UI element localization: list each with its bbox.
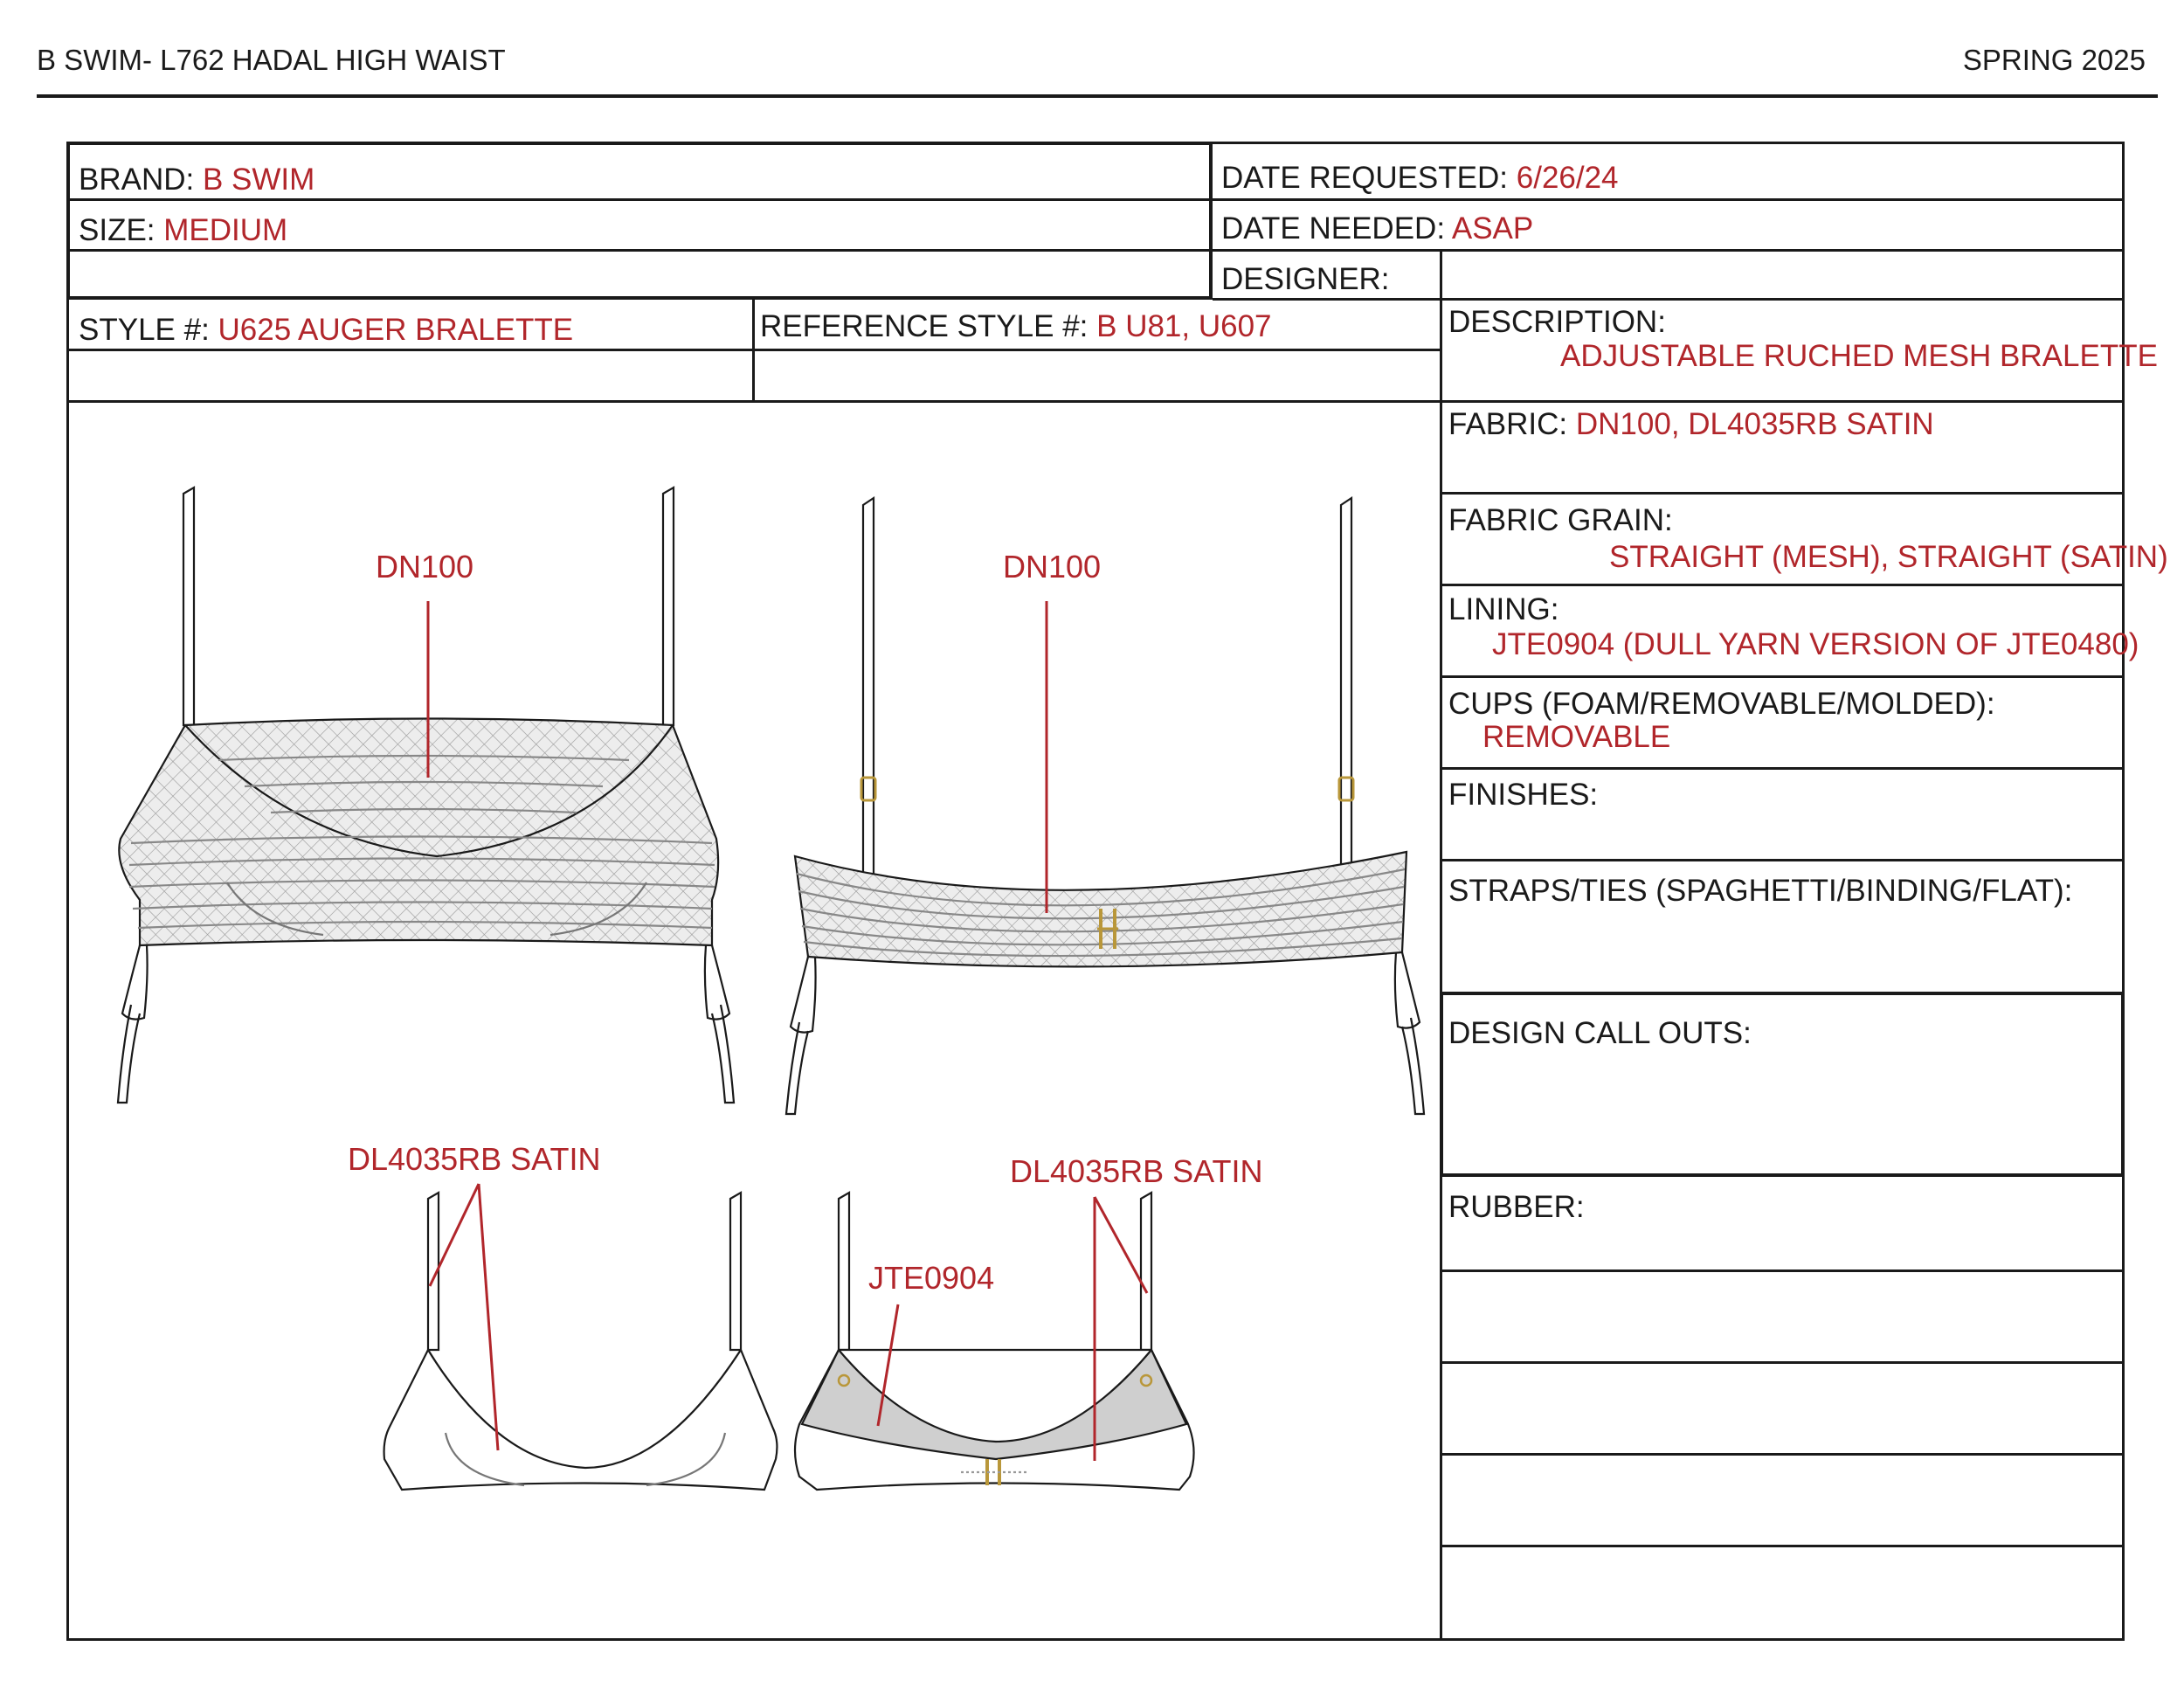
reference-value: B U81, U607 — [1096, 309, 1272, 343]
date-requested-label: DATE REQUESTED: — [1221, 161, 1509, 195]
style-value: U625 AUGER BRALETTE — [218, 313, 574, 347]
brand-size-box — [66, 142, 1213, 300]
leader-inner-back-satin-a — [1093, 1196, 1149, 1294]
leader-lining — [876, 1304, 900, 1427]
lining-label: LINING: — [1448, 592, 1559, 626]
straps-ties-label: STRAPS/TIES (SPAGHETTI/BINDING/FLAT): — [1448, 874, 2073, 908]
rubber-label: RUBBER: — [1448, 1190, 1585, 1224]
description-label: DESCRIPTION: — [1448, 305, 1666, 339]
callout-inner-front-satin: DL4035RB SATIN — [348, 1141, 601, 1177]
cups-label: CUPS (FOAM/REMOVABLE/MOLDED): — [1448, 687, 1995, 721]
description-value: ADJUSTABLE RUCHED MESH BRALETTE — [1560, 339, 2158, 373]
back-view-sketch — [784, 495, 1426, 1116]
date-requested-value: 6/26/24 — [1516, 161, 1619, 195]
cups-value: REMOVABLE — [1482, 720, 1671, 754]
callout-back-dn100: DN100 — [1003, 549, 1102, 585]
fabric-label: FABRIC: — [1448, 407, 1568, 441]
design-callouts-label: DESIGN CALL OUTS: — [1448, 1016, 1752, 1050]
size-label: SIZE: — [79, 213, 156, 247]
date-needed-field: DATE NEEDED: ASAP — [1221, 211, 1533, 246]
reference-field: REFERENCE STYLE #: B U81, U607 — [760, 309, 1272, 344]
callout-lining-jte0904: JTE0904 — [868, 1260, 995, 1296]
season-label: SPRING 2025 — [1962, 44, 2146, 76]
brand-field: BRAND: B SWIM — [79, 163, 314, 197]
reference-label: REFERENCE STYLE #: — [760, 309, 1089, 343]
leader-inner-front-satin-a — [428, 1183, 480, 1287]
leader-inner-front-satin-b — [477, 1183, 500, 1451]
date-needed-label: DATE NEEDED: — [1221, 211, 1446, 246]
sheet-title: B SWIM- L762 HADAL HIGH WAIST — [37, 44, 506, 76]
style-field: STYLE #: U625 AUGER BRALETTE — [79, 313, 573, 348]
finishes-label: FINISHES: — [1448, 778, 1599, 812]
date-needed-value: ASAP — [1451, 211, 1534, 246]
callout-front-dn100: DN100 — [376, 549, 474, 585]
brand-value: B SWIM — [202, 163, 315, 197]
front-view-sketch — [116, 486, 736, 1104]
fabric-grain-label: FABRIC GRAIN: — [1448, 503, 1673, 537]
fabric-value: DN100, DL4035RB SATIN — [1575, 407, 1934, 441]
inner-back-sketch — [793, 1191, 1195, 1491]
size-value: MEDIUM — [163, 213, 288, 247]
design-callouts-box — [1440, 992, 2125, 1177]
style-label: STYLE #: — [79, 313, 210, 347]
callout-inner-back-satin: DL4035RB SATIN — [1010, 1153, 1263, 1189]
date-requested-field: DATE REQUESTED: 6/26/24 — [1221, 161, 1619, 196]
inner-front-sketch — [383, 1191, 778, 1491]
brand-label: BRAND: — [79, 163, 195, 197]
lining-value: JTE0904 (DULL YARN VERSION OF JTE0480) — [1492, 627, 2139, 661]
designer-label: DESIGNER: — [1221, 262, 1390, 296]
fabric-field: FABRIC: DN100, DL4035RB SATIN — [1448, 407, 1934, 442]
header-rule — [37, 94, 2158, 98]
size-field: SIZE: MEDIUM — [79, 213, 287, 248]
fabric-grain-value: STRAIGHT (MESH), STRAIGHT (SATIN) — [1609, 540, 2168, 574]
